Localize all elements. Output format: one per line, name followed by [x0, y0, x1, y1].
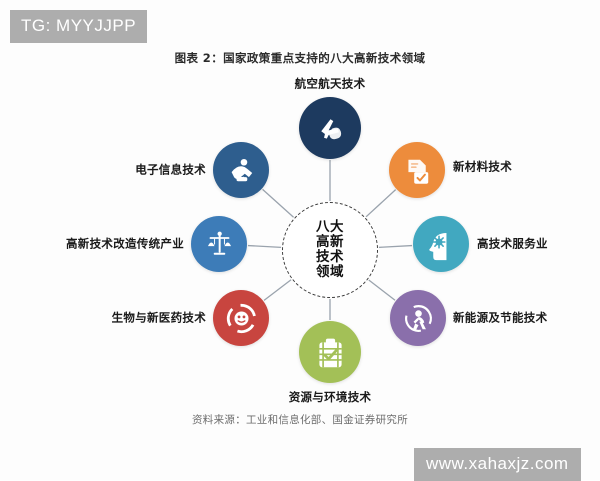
figure-source: 资料来源：工业和信息化部、国金证券研究所	[192, 414, 408, 426]
airplane-icon	[320, 118, 341, 139]
center-hub-label: 八大 高新 技术 领域	[316, 218, 344, 281]
node-bubble[interactable]	[213, 142, 269, 198]
connector-line	[247, 244, 282, 249]
document-check-icon	[407, 159, 428, 184]
head-gear-icon	[428, 232, 446, 260]
node-bubble[interactable]	[413, 216, 469, 272]
globe-leaf-icon	[404, 304, 432, 332]
node-label: 资源与环境技术	[288, 390, 372, 404]
balance-scale-icon	[207, 231, 231, 255]
connector-line	[365, 189, 397, 218]
telegram-watermark: TG: MYYJJPP	[10, 10, 148, 43]
node-bubble[interactable]	[213, 290, 269, 346]
hub-and-spoke-diagram: 八大 高新 技术 领域 航空航天技术新材料技术高技术服务业新能源及节能技术资源与…	[0, 60, 600, 410]
center-hub: 八大 高新 技术 领域	[282, 202, 378, 298]
website-watermark: www.xahaxjz.com	[414, 448, 581, 481]
clipboard-check-icon	[318, 338, 342, 367]
node-label: 新能源及节能技术	[453, 310, 548, 325]
connector-line	[378, 244, 413, 249]
node-label: 生物与新医药技术	[111, 310, 206, 325]
figure-title: 图表 2：国家政策重点支持的八大高新技术领域	[174, 51, 426, 65]
handshake-chip-icon	[231, 158, 252, 181]
medical-capsule-icon	[226, 303, 256, 333]
node-bubble[interactable]	[299, 97, 361, 159]
node-label: 高技术服务业	[477, 236, 548, 251]
connector-line	[368, 279, 396, 301]
connector-line	[263, 279, 292, 301]
connector-lines	[247, 160, 413, 320]
node-bubble[interactable]	[389, 142, 445, 198]
node-label: 电子信息技术	[135, 162, 206, 177]
node-label: 高新技术改造传统产业	[66, 236, 184, 251]
node-bubble[interactable]	[390, 290, 446, 346]
node-label: 航空航天技术	[294, 76, 366, 91]
node-label: 新材料技术	[453, 159, 512, 174]
connector-line	[262, 188, 294, 218]
node-bubble[interactable]	[191, 216, 247, 272]
node-bubble[interactable]	[299, 321, 361, 383]
